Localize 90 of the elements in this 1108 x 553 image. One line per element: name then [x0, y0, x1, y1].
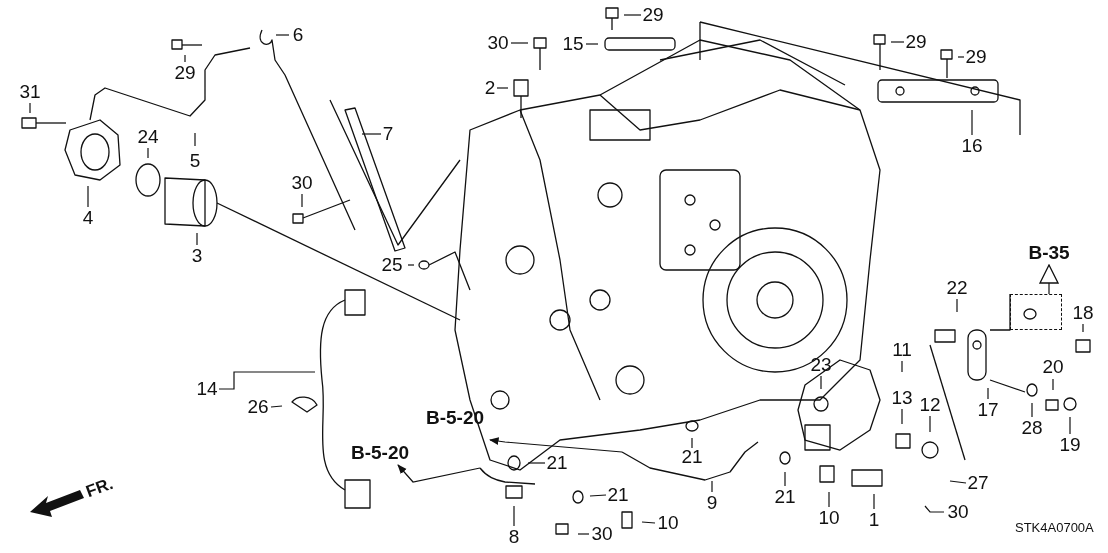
leader-line: [29, 102, 31, 114]
callout-number: 8: [508, 527, 520, 547]
leader-line: [828, 491, 830, 508]
leader-line: [194, 132, 196, 147]
leader-line: [901, 408, 903, 425]
leader-line: [929, 415, 931, 433]
callout-number: 28: [1021, 418, 1043, 438]
callout-number: 24: [137, 127, 159, 147]
callout-number: 18: [1072, 303, 1094, 323]
leader-line: [691, 437, 693, 449]
callout-number: 16: [961, 136, 983, 156]
leader-line: [890, 41, 905, 43]
callout-number: 19: [1059, 435, 1081, 455]
leader-line: [589, 494, 607, 497]
leader-line: [513, 505, 515, 527]
callout-number: 29: [174, 63, 196, 83]
leader-line: [407, 264, 415, 266]
callout-number: 22: [946, 278, 968, 298]
leader-line: [987, 387, 989, 400]
callout-number: 20: [1042, 357, 1064, 377]
callout-number: 15: [562, 34, 584, 54]
leader-line: [585, 43, 599, 45]
callout-number: 10: [657, 513, 679, 533]
leader-line: [147, 147, 149, 159]
leader-line: [361, 133, 382, 135]
callout-number: 21: [774, 487, 796, 507]
arrow: [1039, 264, 1059, 295]
callout-number: 11: [892, 340, 912, 360]
leader-line: [196, 232, 198, 246]
callout-number: 26: [247, 397, 269, 417]
leader-line: [641, 521, 656, 524]
leader-line: [1031, 402, 1033, 418]
leader-line: [527, 462, 546, 464]
callout-number: 14: [196, 379, 218, 399]
leader-line: [956, 298, 958, 313]
callout-number: 10: [818, 508, 840, 528]
leader-line: [1082, 323, 1084, 333]
callout-number: 29: [642, 5, 664, 25]
callout-number: 7: [382, 124, 394, 144]
callout-number: 27: [967, 473, 989, 493]
callout-number: 23: [810, 355, 832, 375]
drawing-code: STK4A0700A: [1015, 520, 1094, 535]
arrow: [397, 464, 481, 483]
callout-number: 21: [607, 485, 629, 505]
leader-line: [87, 185, 89, 208]
callout-number: 17: [977, 400, 999, 420]
leader-line: [275, 34, 290, 36]
reference-label: B-5-20: [350, 443, 410, 463]
callout-number: 1: [868, 510, 880, 530]
leader-line: [901, 360, 903, 373]
leader-line: [301, 193, 303, 208]
leader-line: [971, 109, 973, 136]
callout-number: 29: [905, 32, 927, 52]
arrow: [489, 437, 623, 453]
callout-number: 21: [546, 453, 568, 473]
leader-line: [1052, 378, 1054, 391]
leader-line: [873, 493, 875, 510]
callout-number: 21: [681, 447, 703, 467]
callout-number: 4: [82, 208, 94, 228]
callout-number: 13: [891, 388, 913, 408]
leader-line: [949, 480, 967, 484]
leader-line: [270, 405, 283, 408]
callout-number: 31: [19, 82, 41, 102]
leader-line: [623, 14, 642, 16]
callout-number: 12: [919, 395, 941, 415]
leader-line: [1069, 416, 1071, 435]
leader-line: [820, 375, 822, 390]
leader-line: [711, 480, 713, 493]
callout-number: 25: [381, 255, 403, 275]
leader-line: [577, 533, 590, 535]
callout-number: 9: [706, 493, 718, 513]
callout-number: 6: [292, 25, 304, 45]
leader-line: [184, 54, 186, 63]
callout-number: 5: [189, 151, 201, 171]
direction-label: FR.: [83, 473, 116, 503]
leader-line: [218, 371, 316, 390]
leader-line: [784, 471, 786, 487]
callout-number: 29: [965, 47, 987, 67]
leader-line: [496, 87, 509, 89]
leader-line: [924, 505, 945, 513]
dashed-frame: [1010, 294, 1062, 330]
leader-line: [510, 42, 529, 44]
callout-number: 2: [484, 78, 496, 98]
reference-label: B-35: [1028, 243, 1070, 263]
callout-number: 30: [487, 33, 509, 53]
callout-number: 30: [947, 502, 969, 522]
callout-number: 30: [591, 524, 613, 544]
callout-number: 3: [191, 246, 203, 266]
leader-line: [957, 56, 965, 58]
callout-number: 30: [291, 173, 313, 193]
